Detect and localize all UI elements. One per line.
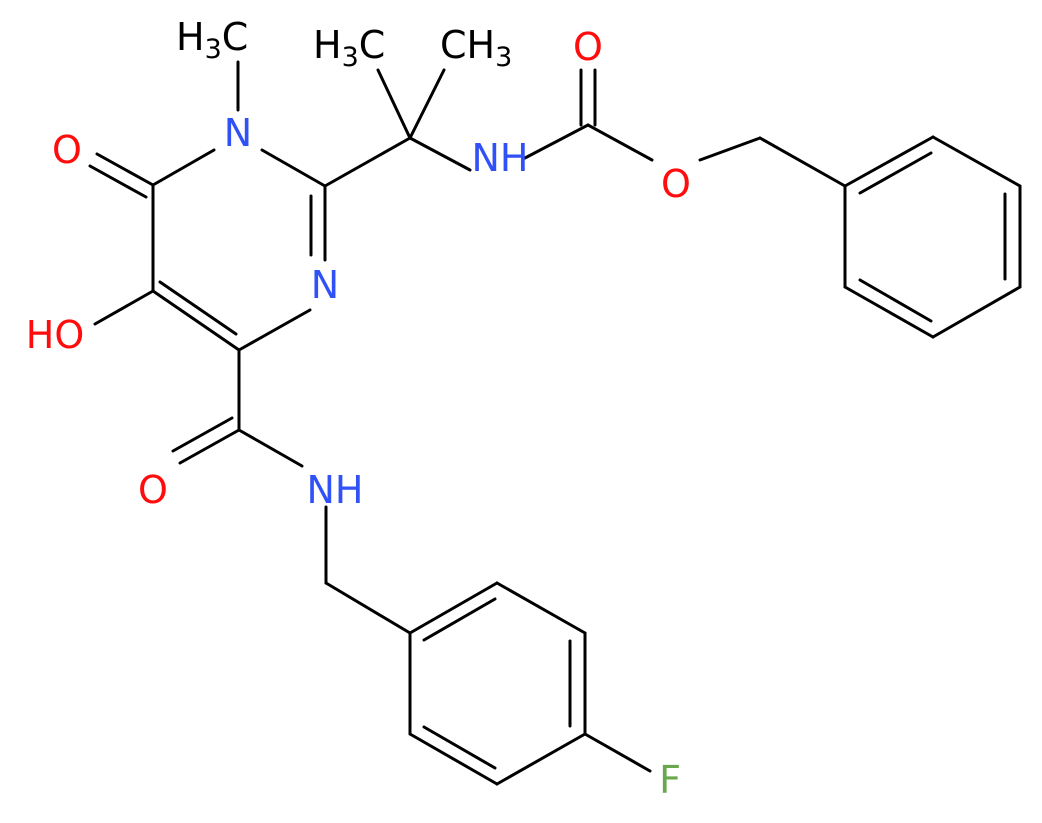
bond-cq-ch3-left — [376, 68, 412, 140]
bond-camide-nh — [237, 428, 304, 468]
atom-n-ring: N — [311, 263, 339, 307]
bonds — [88, 60, 1022, 786]
bond-nh-ccarb — [523, 123, 590, 160]
bond-c-f — [583, 732, 652, 773]
bond-c4-c5-outer — [151, 289, 241, 352]
atom-ch3-n-methyl-sub: 3 — [205, 34, 222, 65]
bond-ph1-inner-3 — [858, 278, 933, 323]
atom-f-fluoro: F — [659, 758, 681, 802]
atom-ch3-n-methyl: H3C — [176, 15, 248, 65]
atom-ch3-left: H3C — [313, 23, 385, 73]
atom-ch3-left-c: C — [359, 23, 386, 67]
bond-ph1-d — [931, 285, 1022, 339]
atom-n-methyl-ring: N — [224, 111, 252, 155]
atom-ch3-right-ch: CH — [440, 23, 495, 67]
bond-c4-c5-inner — [158, 280, 238, 336]
atom-o-carbamate-carbonyl: O — [573, 25, 603, 69]
bond-c5-oh — [93, 289, 155, 326]
atom-ch3-n-methyl-c: C — [222, 15, 249, 59]
atom-ch3-left-h: H — [313, 23, 342, 67]
bond-oester-ch2 — [698, 136, 762, 162]
atom-o-amide: O — [138, 468, 168, 512]
bond-c6-o-a — [95, 152, 155, 187]
atom-ch3-right-sub: 3 — [495, 42, 512, 73]
bond-ch2-fphenyl — [324, 581, 412, 635]
bond-n1-c2 — [260, 148, 327, 188]
bond-ph2-d — [495, 732, 587, 786]
bond-cq-ch3-right — [408, 68, 446, 140]
atom-oh-hydroxy: HO — [26, 313, 84, 357]
bond-ph2-inner-3 — [422, 725, 497, 770]
atom-o-carbamate-ester: O — [661, 162, 691, 206]
bond-camide-o-b — [171, 416, 234, 453]
bond-ph2-inner-1 — [422, 597, 497, 642]
atom-ch3-n-methyl-h: H — [176, 15, 205, 59]
bond-ph1-inner-1 — [858, 151, 933, 195]
atom-labels: O N H3C H3C CH3 NH O O N HO O NH F — [26, 15, 691, 802]
atom-nh-carbamate: NH — [472, 136, 529, 180]
bond-c6-n1 — [151, 148, 216, 187]
atom-ch3-right: CH3 — [440, 23, 512, 73]
bond-ph1-b — [931, 135, 1022, 188]
bond-ph1-a — [843, 135, 935, 188]
bond-c2-cq — [323, 136, 412, 188]
bond-camide-o-a — [178, 428, 241, 465]
atom-nh-amide: NH — [307, 468, 364, 512]
bond-ph1-e — [843, 285, 935, 339]
bond-ccarb-oester — [586, 123, 654, 162]
bond-ch2-phenyl — [758, 136, 847, 188]
atom-o-carbonyl-ring: O — [52, 128, 82, 172]
bond-cq-nh — [408, 136, 472, 172]
bond-n3-c4 — [237, 308, 312, 352]
bond-ph2-a — [408, 581, 499, 635]
atom-ch3-left-sub: 3 — [342, 42, 359, 73]
bond-ph2-e — [408, 732, 499, 786]
bond-c6-o-b — [88, 164, 148, 199]
bond-ph2-b — [495, 581, 587, 635]
